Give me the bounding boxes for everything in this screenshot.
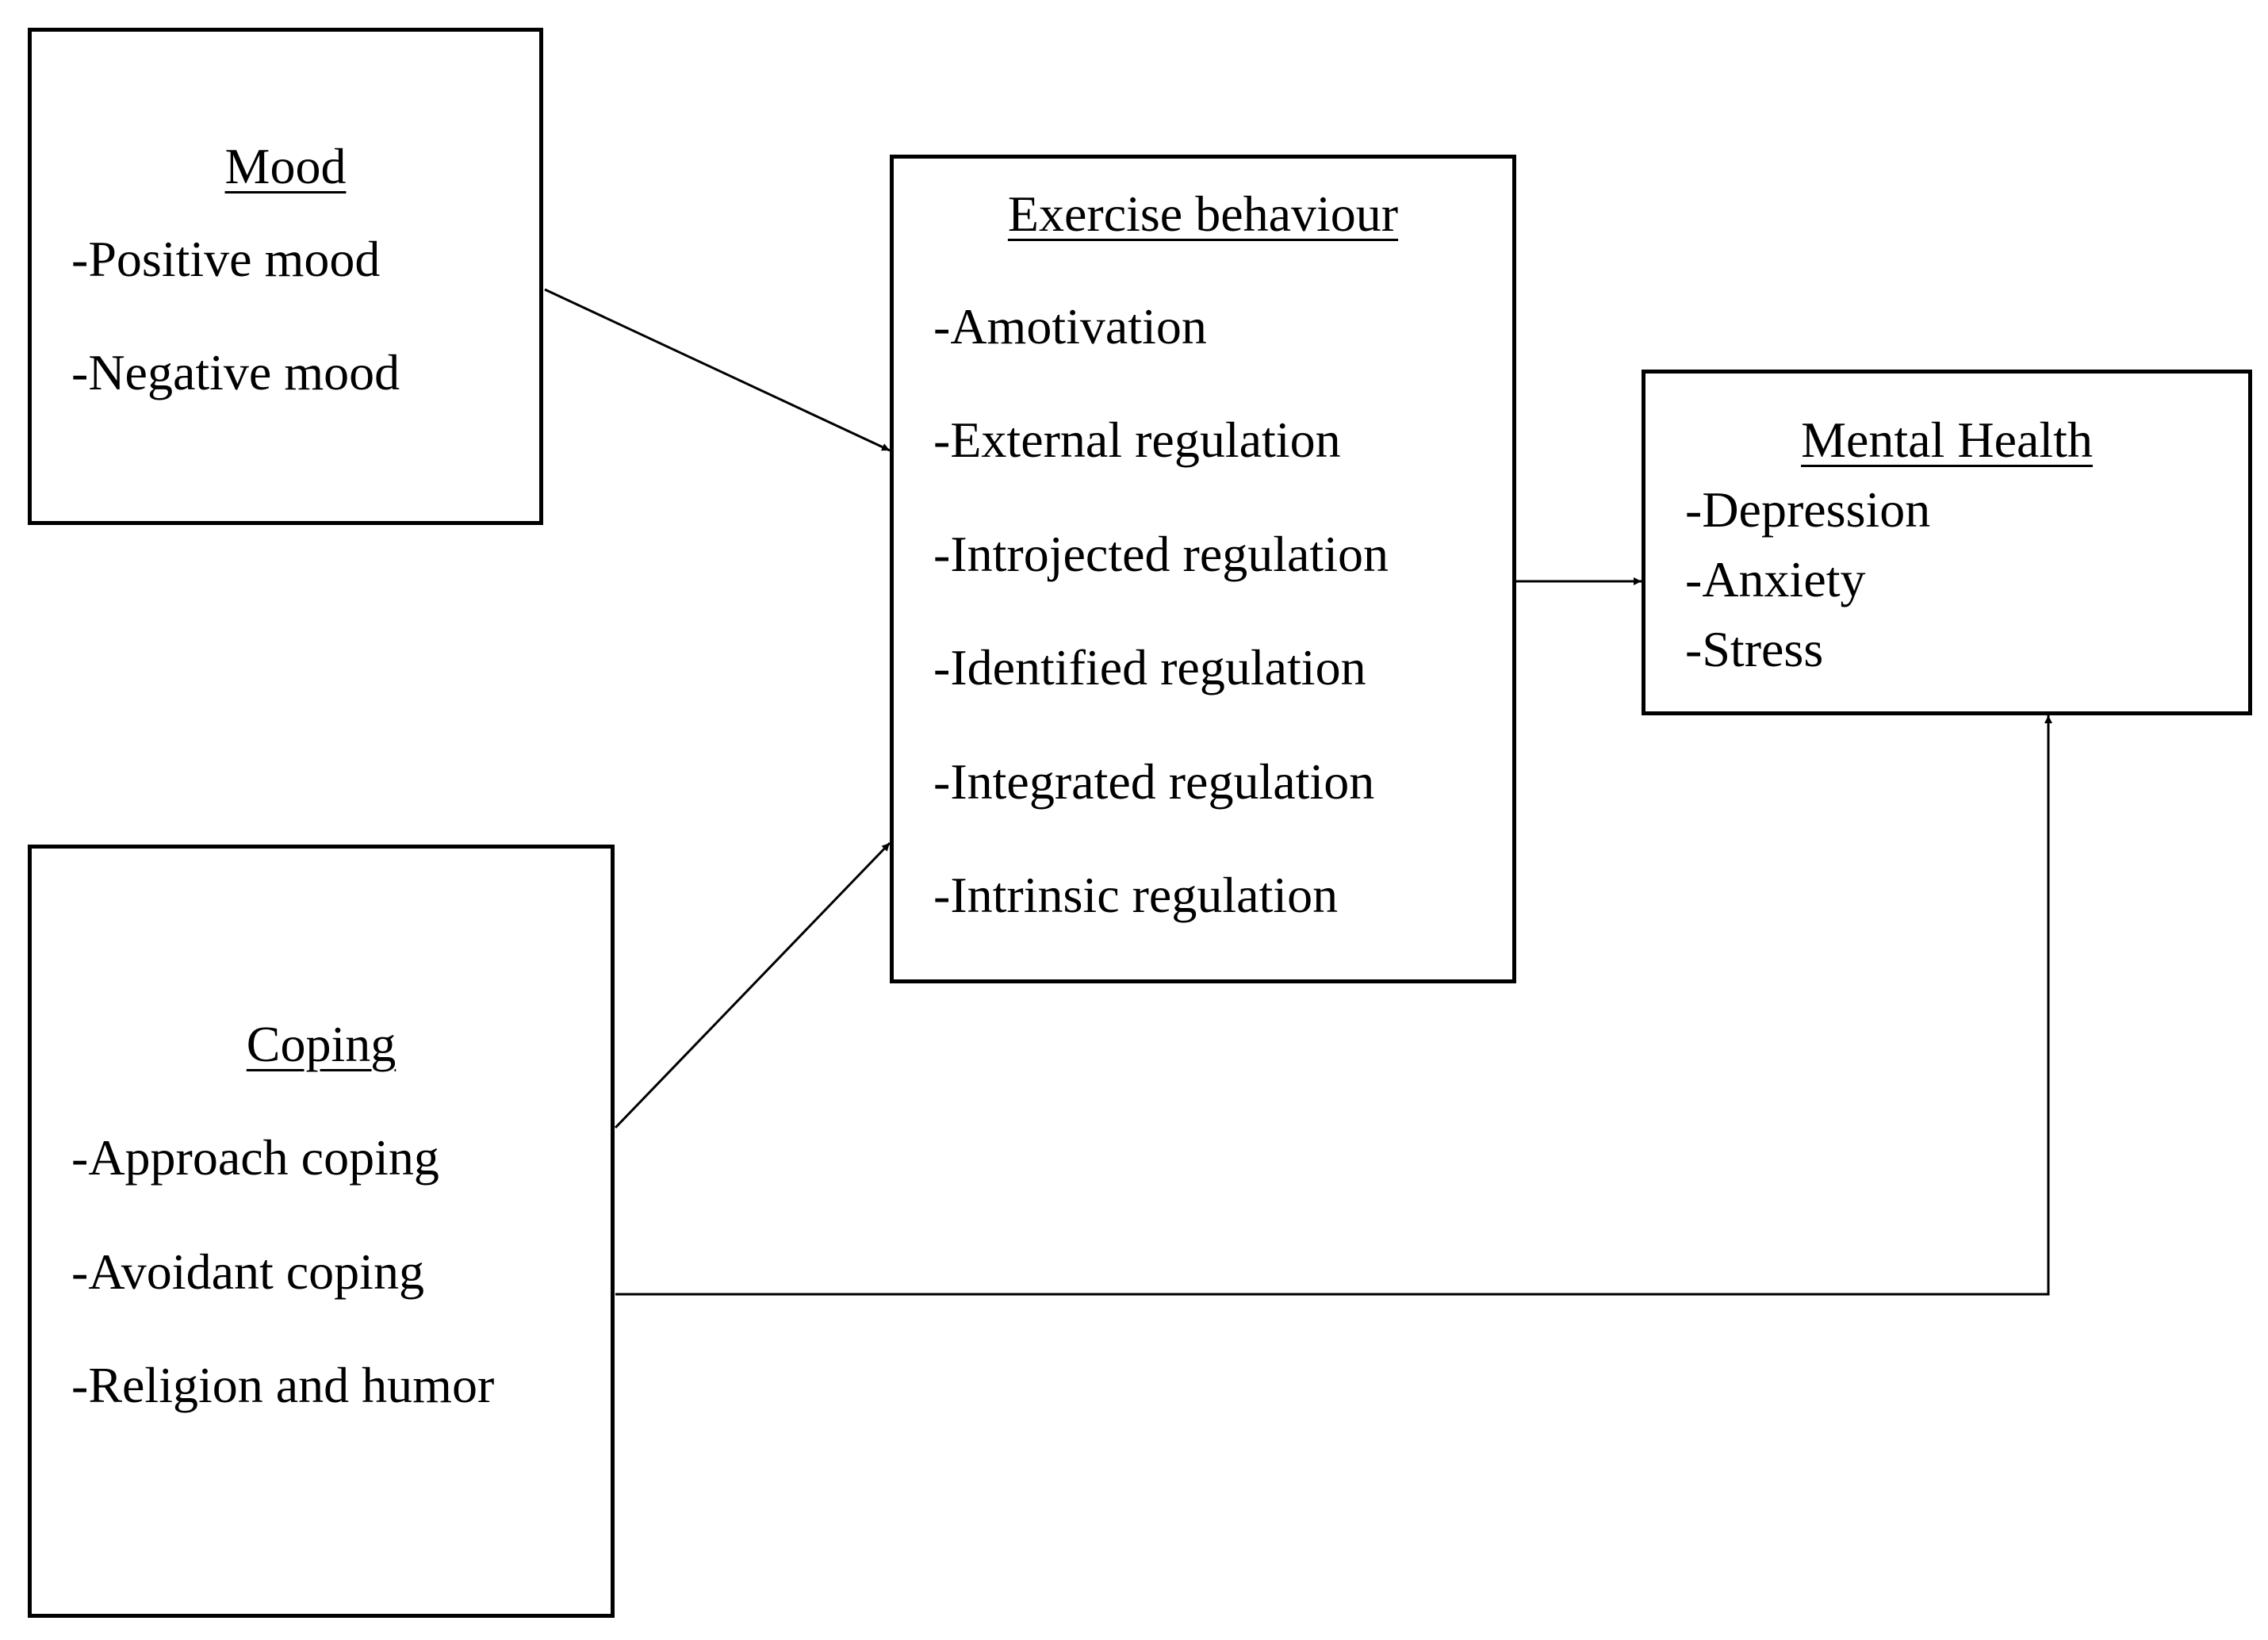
exercise-behaviour-box: Exercise behaviour -Amotivation -Externa… (890, 155, 1516, 983)
exercise-item-external: -External regulation (933, 412, 1341, 468)
coping-title: Coping (246, 1016, 397, 1072)
arrow-coping-to-mental-health (615, 715, 2052, 1296)
mental-health-title: Mental Health (1801, 412, 2093, 468)
mood-item-positive: -Positive mood (71, 231, 381, 287)
arrow-coping-to-exercise (614, 841, 891, 1129)
exercise-item-intrinsic: -Intrinsic regulation (933, 867, 1339, 923)
mental-health-item-depression: -Depression (1685, 481, 1931, 538)
mental-health-item-stress: -Stress (1685, 621, 1824, 677)
mental-health-box: Mental Health -Depression -Anxiety -Stre… (1642, 370, 2252, 715)
exercise-item-integrated: -Integrated regulation (933, 753, 1375, 810)
exercise-item-introjected: -Introjected regulation (933, 526, 1389, 582)
exercise-item-identified: -Identified regulation (933, 639, 1366, 695)
mental-health-item-anxiety: -Anxiety (1685, 551, 1866, 607)
coping-item-religion-humor: -Religion and humor (71, 1357, 495, 1413)
coping-box: Coping -Approach coping -Avoidant coping… (28, 845, 615, 1618)
mood-title: Mood (224, 138, 347, 194)
mood-item-negative: -Negative mood (71, 344, 400, 400)
mood-box: Mood -Positive mood -Negative mood (28, 28, 543, 525)
coping-item-avoidant: -Avoidant coping (71, 1243, 424, 1300)
arrow-mood-to-exercise (544, 288, 891, 452)
exercise-behaviour-title: Exercise behaviour (1007, 186, 1399, 242)
coping-item-approach: -Approach coping (71, 1129, 439, 1186)
exercise-item-amotivation: -Amotivation (933, 298, 1207, 354)
